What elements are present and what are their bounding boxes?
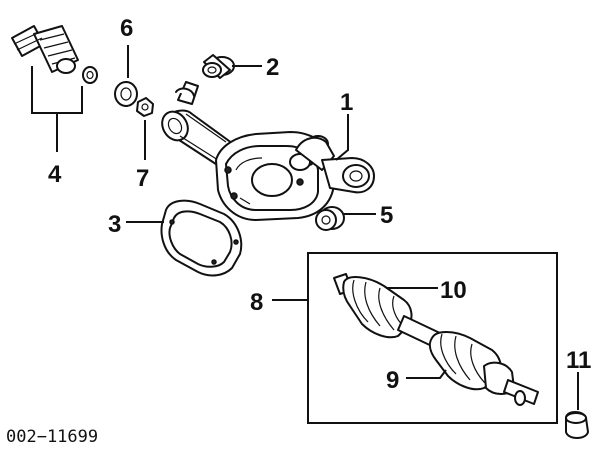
part-11-dust-cap[interactable]: [565, 411, 589, 439]
part-7-nut[interactable]: [136, 97, 154, 117]
diagram-reference-number: 002−11699: [6, 427, 98, 447]
half-shaft-group-frame: [307, 252, 558, 424]
callout-5: 5: [380, 202, 393, 229]
callout-7: 7: [136, 165, 149, 192]
part-5-collar[interactable]: [315, 206, 345, 231]
callout-1: 1: [340, 89, 353, 116]
callout-6: 6: [120, 15, 133, 42]
callout-3: 3: [108, 211, 121, 238]
callout-4: 4: [48, 161, 62, 188]
part-2-bushing[interactable]: [202, 54, 235, 79]
callout-8: 8: [250, 289, 263, 316]
part-3-gasket[interactable]: [160, 199, 243, 277]
callout-4-bracket: [31, 66, 83, 152]
part-6-seal[interactable]: [114, 81, 138, 107]
callout-11: 11: [566, 347, 591, 374]
callout-2: 2: [266, 54, 279, 81]
part-8-half-shaft[interactable]: [333, 273, 539, 406]
callout-10: 10: [440, 277, 467, 304]
callout-9: 9: [386, 367, 399, 394]
part-1-axle-housing[interactable]: [157, 81, 375, 221]
callout-1-leader: [335, 114, 349, 161]
callout-9-leader: [406, 369, 447, 379]
part-4-pinion-shaft[interactable]: [11, 25, 98, 84]
